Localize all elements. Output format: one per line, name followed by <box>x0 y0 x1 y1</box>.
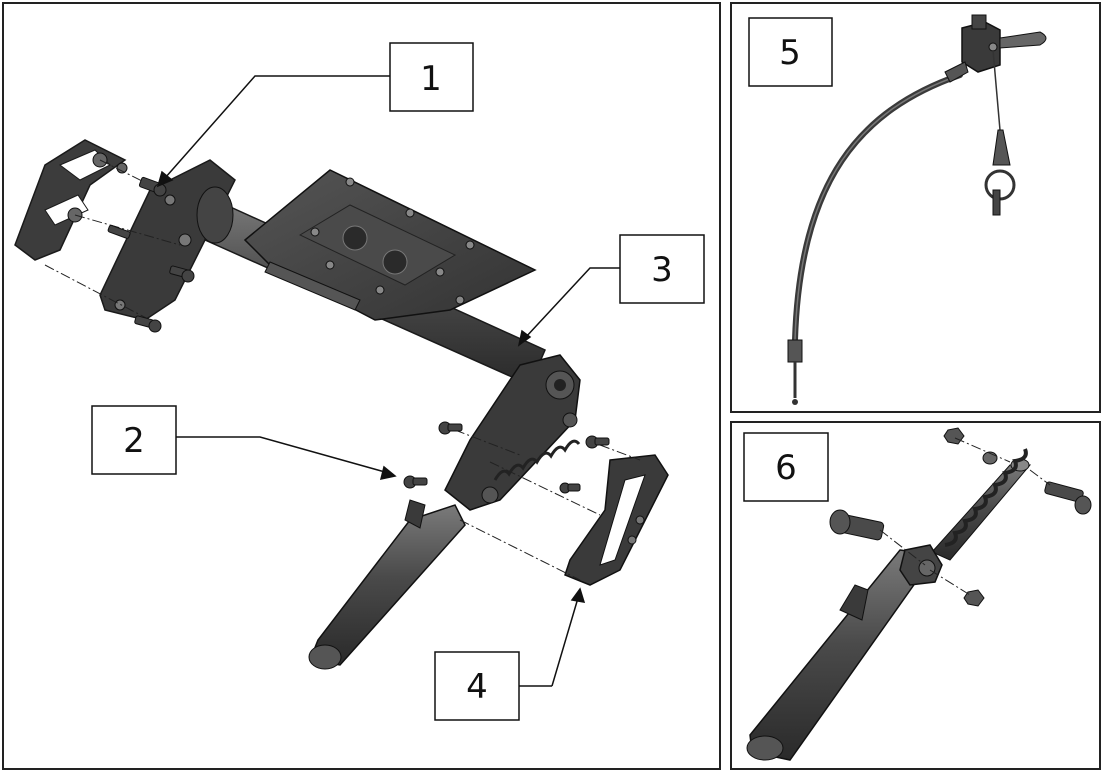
right-alignment-lines <box>454 429 641 581</box>
panel-6-frame <box>730 421 1101 770</box>
callout-4: 4 <box>434 651 520 721</box>
main-spring <box>493 439 581 481</box>
lever-spring <box>944 448 1028 547</box>
callout-1: 1 <box>389 42 474 112</box>
callout-6: 6 <box>743 432 829 502</box>
callout-2: 2 <box>91 405 177 475</box>
lever-spring-assembly <box>746 427 1092 761</box>
callout-leaders <box>156 75 620 687</box>
callout-3: 3 <box>619 234 705 304</box>
right-end-bracket <box>564 454 669 586</box>
main-panel-frame <box>2 2 721 770</box>
mounting-plate <box>243 169 537 321</box>
handle-lever <box>308 499 466 670</box>
left-end-bracket <box>14 139 128 261</box>
release-cable-assembly <box>787 14 1047 405</box>
right-screws <box>403 421 610 494</box>
callout-5-label: 5 <box>779 33 801 73</box>
panel-5-frame <box>730 2 1101 413</box>
left-screws <box>107 176 195 333</box>
callout-5: 5 <box>748 17 833 87</box>
callout-6-label: 6 <box>775 448 797 488</box>
callout-1-label: 1 <box>420 59 442 99</box>
callout-2-label: 2 <box>123 421 145 461</box>
left-alignment-lines <box>44 159 181 321</box>
callout-4-label: 4 <box>466 667 488 707</box>
callout-3-label: 3 <box>651 250 673 290</box>
right-pivot-bracket <box>444 354 581 511</box>
main-assembly <box>14 139 669 670</box>
